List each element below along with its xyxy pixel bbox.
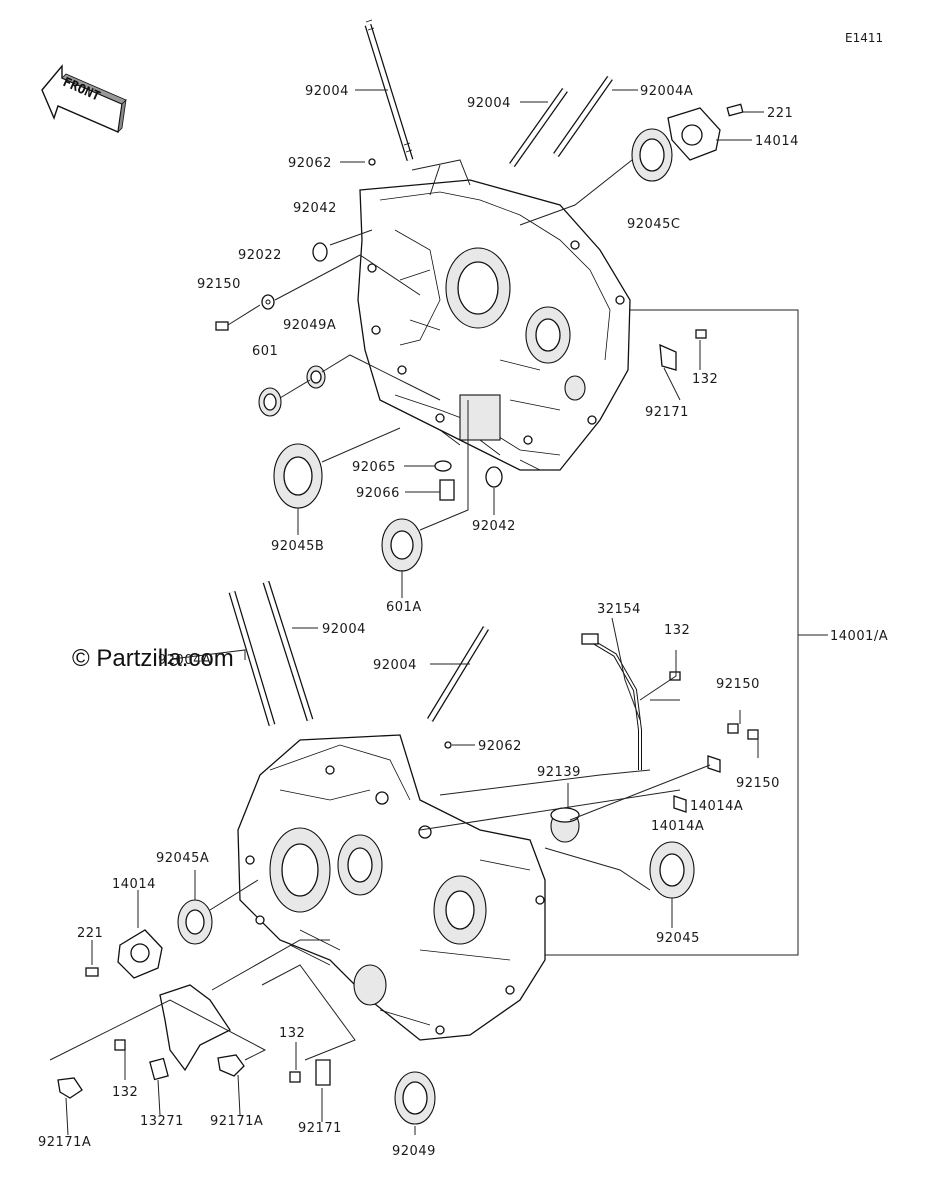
callout-92150-lower-b: 92150: [736, 776, 780, 791]
oil-seal-92049: [394, 1071, 436, 1125]
pin-92062-lower: [444, 741, 452, 749]
leader-lines: [49, 89, 828, 1136]
upper-stud-92004-long: [364, 19, 414, 162]
callout-92004a-upper: 92004A: [640, 84, 693, 99]
bearing-92045c: [631, 128, 673, 182]
bracket-14014a-b: [673, 795, 687, 813]
cover-plate-14014-top: [667, 107, 721, 161]
callout-132-lower-left: 132: [112, 1085, 138, 1100]
callout-221-lower: 221: [77, 926, 103, 941]
callout-92049a: 92049A: [283, 318, 336, 333]
lower-stud-92004a: [228, 590, 276, 727]
clip-92171a-right: [217, 1054, 245, 1077]
washer-92065: [434, 460, 452, 472]
callout-92065: 92065: [352, 460, 396, 475]
bracket-92171-lower: [315, 1059, 331, 1086]
dowel-92042-lower: [485, 466, 503, 488]
upper-stud-92004: [509, 87, 568, 168]
upper-crankcase-half: [357, 179, 631, 471]
callout-92042-upper: 92042: [293, 201, 337, 216]
upper-stud-92004a: [553, 75, 613, 158]
diagram-code: E1411: [845, 31, 883, 45]
oil-seal-92049a: [306, 365, 326, 389]
callout-13271: 13271: [140, 1114, 184, 1129]
bolt-92150-b: [747, 729, 759, 740]
callout-14014a-a: 14014A: [690, 799, 743, 814]
callout-92150-upper: 92150: [197, 277, 241, 292]
dowel-92042-top: [312, 242, 328, 262]
callout-132-lower-mid: 132: [279, 1026, 305, 1041]
callout-92045b: 92045B: [271, 539, 324, 554]
callout-92004a-lower: 92004A: [158, 653, 211, 668]
clip-92171a-left: [57, 1077, 83, 1099]
callout-92045c: 92045C: [627, 217, 680, 232]
callout-601a: 601A: [386, 600, 422, 615]
callout-92004-lower-right: 92004: [373, 658, 417, 673]
pin-92062-top: [368, 158, 376, 166]
callout-14001a: 14001/A: [830, 629, 888, 644]
callout-221-upper: 221: [767, 106, 793, 121]
pipe-32154: [581, 633, 642, 770]
callout-32154: 32154: [597, 602, 641, 617]
front-arrow-icon: FRONT: [41, 64, 127, 134]
bolt-221-lower: [85, 967, 99, 977]
bearing-92045a: [177, 899, 213, 945]
cover-plate-14014-lower: [117, 929, 163, 979]
bolt-132-lower-mid: [289, 1071, 301, 1083]
bolt-132-lower-left: [114, 1039, 126, 1051]
bracket-92171-top: [659, 343, 677, 371]
callout-92042-lower: 92042: [472, 519, 516, 534]
bolt-92150-top: [215, 321, 229, 331]
callout-92139: 92139: [537, 765, 581, 780]
callout-92171-upper: 92171: [645, 405, 689, 420]
lower-stud-92004-right: [427, 626, 489, 722]
callout-92004-lower-left: 92004: [322, 622, 366, 637]
lower-stud-92004-left: [262, 580, 314, 722]
bearing-601a: [381, 518, 423, 572]
callout-92049: 92049: [392, 1144, 436, 1159]
callout-92045a: 92045A: [156, 851, 209, 866]
callout-92150-lower-a: 92150: [716, 677, 760, 692]
callout-labels: 92004 92004 92004A 221 14014 92062 92045…: [38, 84, 888, 1159]
washer-92022: [261, 294, 275, 310]
callout-92022: 92022: [238, 248, 282, 263]
bolt-132-top: [695, 329, 707, 339]
callout-92171a-left: 92171A: [38, 1135, 91, 1150]
callout-92062-lower: 92062: [478, 739, 522, 754]
bearing-601: [258, 387, 282, 417]
callout-14014a-b: 14014A: [651, 819, 704, 834]
callout-601: 601: [252, 344, 278, 359]
bolt-92150-a: [727, 723, 739, 734]
callout-132-pipe: 132: [664, 623, 690, 638]
bolt-132-pipe: [669, 671, 681, 681]
plug-92066: [439, 479, 455, 501]
callout-92004-upper: 92004: [467, 96, 511, 111]
bearing-92045: [649, 841, 695, 899]
callout-92045: 92045: [656, 931, 700, 946]
bracket-14014a-a: [707, 755, 721, 773]
callout-14014-upper: 14014: [755, 134, 799, 149]
bolt-221-top: [726, 103, 744, 117]
sensor-13271: [149, 1057, 169, 1081]
bracket-plate: [159, 984, 231, 1072]
callout-14014-lower: 14014: [112, 877, 156, 892]
collar-92139: [550, 807, 580, 843]
bearing-92045b: [273, 443, 323, 509]
callout-92062-upper: 92062: [288, 156, 332, 171]
callout-132-upper: 132: [692, 372, 718, 387]
callout-92066: 92066: [356, 486, 400, 501]
lower-crankcase-half: [237, 734, 546, 1041]
callout-92171-lower: 92171: [298, 1121, 342, 1136]
watermark: © Partzilla.com: [72, 645, 234, 672]
callout-92004-upper-long: 92004: [305, 84, 349, 99]
callout-92171a-right: 92171A: [210, 1114, 263, 1129]
